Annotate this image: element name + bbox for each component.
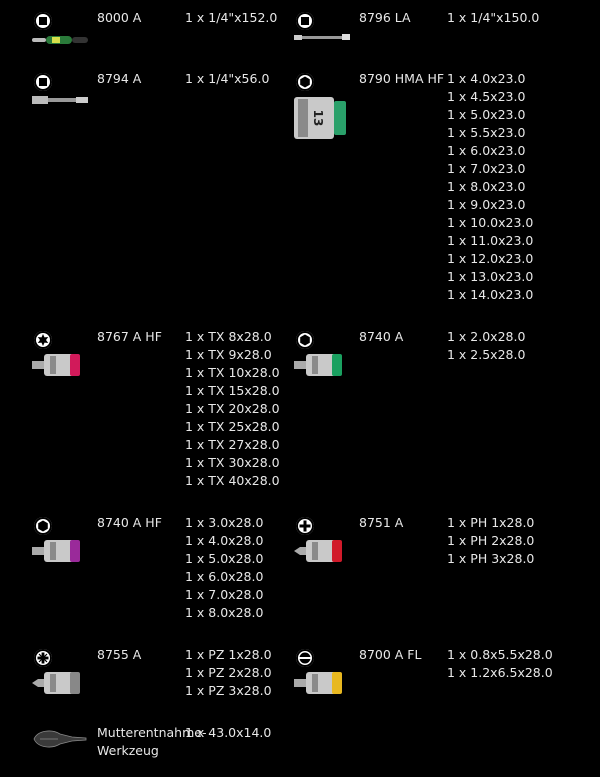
item-code-line: Werkzeug [97,743,159,758]
item-code: 8790 HMA HF [359,71,445,86]
spec-line: 1 x 12.0x23.0 [447,251,534,266]
spec-line: 1 x TX 20x28.0 [185,401,280,416]
spec-line: 1 x PH 1x28.0 [447,515,535,530]
item-specs: 1 x 1/4"x150.0 [447,9,539,27]
spec-line: 1 x TX 25x28.0 [185,419,280,434]
spec-line: 1 x 5.0x23.0 [447,107,526,122]
spec-line: 1 x 1.2x6.5x28.0 [447,665,553,680]
item-specs: 1 x 43.0x14.0 [185,724,271,742]
spec-line: 1 x 2.5x28.0 [447,347,526,362]
spec-line: 1 x 8.0x23.0 [447,179,526,194]
spec-line: 1 x PZ 2x28.0 [185,665,272,680]
item-specs: 1 x 4.0x23.0 1 x 4.5x23.0 1 x 5.0x23.0 1… [447,70,533,304]
spec-line: 1 x TX 8x28.0 [185,329,272,344]
bit-socket-image [294,540,342,562]
extension-image [294,34,350,40]
ratchet-image [32,36,88,44]
spec-line: 1 x TX 15x28.0 [185,383,280,398]
item-code: 8000 A [97,10,142,25]
adapter-image [32,96,88,104]
item-code: 8767 A HF [97,329,162,344]
spec-line: 1 x TX 10x28.0 [185,365,280,380]
item-code: Mutterentnahme- Werkzeug [97,724,206,760]
spec-line: 1 x 6.0x23.0 [447,143,526,158]
spec-line: 1 x 7.0x28.0 [185,587,264,602]
spec-line: 1 x 1/4"x56.0 [185,71,270,86]
square-drive-icon [34,12,52,30]
spec-line: 1 x 5.5x23.0 [447,125,526,140]
item-code: 8755 A [97,647,142,662]
spec-line: 1 x 13.0x23.0 [447,269,534,284]
spec-line: 1 x 4.0x23.0 [447,71,526,86]
item-code: 8700 A FL [359,647,422,662]
item-specs: 1 x TX 8x28.0 1 x TX 9x28.0 1 x TX 10x28… [185,328,280,490]
spec-line: 1 x 10.0x23.0 [447,215,534,230]
bit-socket-image [294,354,342,376]
spec-line: 1 x TX 27x28.0 [185,437,280,452]
spec-line: 1 x 7.0x23.0 [447,161,526,176]
spec-line: 1 x 1/4"x150.0 [447,10,540,25]
spec-line: 1 x 1/4"x152.0 [185,10,278,25]
hex-icon [296,331,314,349]
item-specs: 1 x 3.0x28.0 1 x 4.0x28.0 1 x 5.0x28.0 1… [185,514,263,622]
spec-line: 1 x 2.0x28.0 [447,329,526,344]
spec-line: 1 x 9.0x23.0 [447,197,526,212]
spec-line: 1 x PZ 1x28.0 [185,647,272,662]
nut-remover-image [33,730,87,748]
item-specs: 1 x PZ 1x28.0 1 x PZ 2x28.0 1 x PZ 3x28.… [185,646,272,700]
pozidriv-icon [34,649,52,667]
square-drive-icon [296,12,314,30]
spec-line: 1 x TX 9x28.0 [185,347,272,362]
item-code-line: Mutterentnahme- [97,725,207,740]
hex-socket-icon [296,73,314,91]
square-drive-icon [34,73,52,91]
item-specs: 1 x 1/4"x56.0 [185,70,269,88]
item-specs: 1 x 0.8x5.5x28.0 1 x 1.2x6.5x28.0 [447,646,553,682]
item-code: 8751 A [359,515,404,530]
socket-size-label: 13 [311,110,325,127]
spec-line: 1 x PH 2x28.0 [447,533,535,548]
torx-icon [34,331,52,349]
hex-icon [34,517,52,535]
spec-line: 1 x 43.0x14.0 [185,725,272,740]
spec-line: 1 x 4.5x23.0 [447,89,526,104]
item-code: 8796 LA [359,10,411,25]
spec-line: 1 x 5.0x28.0 [185,551,264,566]
bit-socket-image [294,672,342,694]
spec-line: 1 x TX 40x28.0 [185,473,280,488]
item-code: 8794 A [97,71,142,86]
spec-line: 1 x 3.0x28.0 [185,515,264,530]
socket-image: 13 [294,97,346,139]
bit-socket-image [32,672,80,694]
spec-line: 1 x 14.0x23.0 [447,287,534,302]
spec-line: 1 x 6.0x28.0 [185,569,264,584]
bit-socket-image [32,540,80,562]
spec-line: 1 x 4.0x28.0 [185,533,264,548]
spec-line: 1 x 11.0x23.0 [447,233,534,248]
spec-line: 1 x PH 3x28.0 [447,551,535,566]
item-specs: 1 x PH 1x28.0 1 x PH 2x28.0 1 x PH 3x28.… [447,514,534,568]
spec-line: 1 x 0.8x5.5x28.0 [447,647,553,662]
spec-line: 1 x 8.0x28.0 [185,605,264,620]
item-specs: 1 x 2.0x28.0 1 x 2.5x28.0 [447,328,525,364]
item-code: 8740 A HF [97,515,162,530]
item-code: 8740 A [359,329,404,344]
spec-line: 1 x PZ 3x28.0 [185,683,272,698]
spec-line: 1 x TX 30x28.0 [185,455,280,470]
item-specs: 1 x 1/4"x152.0 [185,9,277,27]
phillips-icon [296,517,314,535]
bit-socket-image [32,354,80,376]
slotted-icon [296,649,314,667]
